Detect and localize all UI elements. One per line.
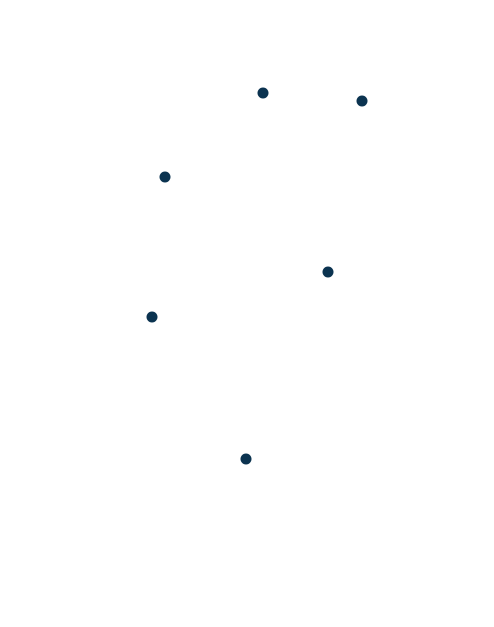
dots-group (146, 87, 368, 465)
dot-1 (257, 87, 269, 99)
dot-6 (240, 453, 252, 465)
dot-5 (146, 311, 158, 323)
dot-3 (159, 171, 171, 183)
dot-2 (356, 95, 368, 107)
dot-4 (322, 266, 334, 278)
